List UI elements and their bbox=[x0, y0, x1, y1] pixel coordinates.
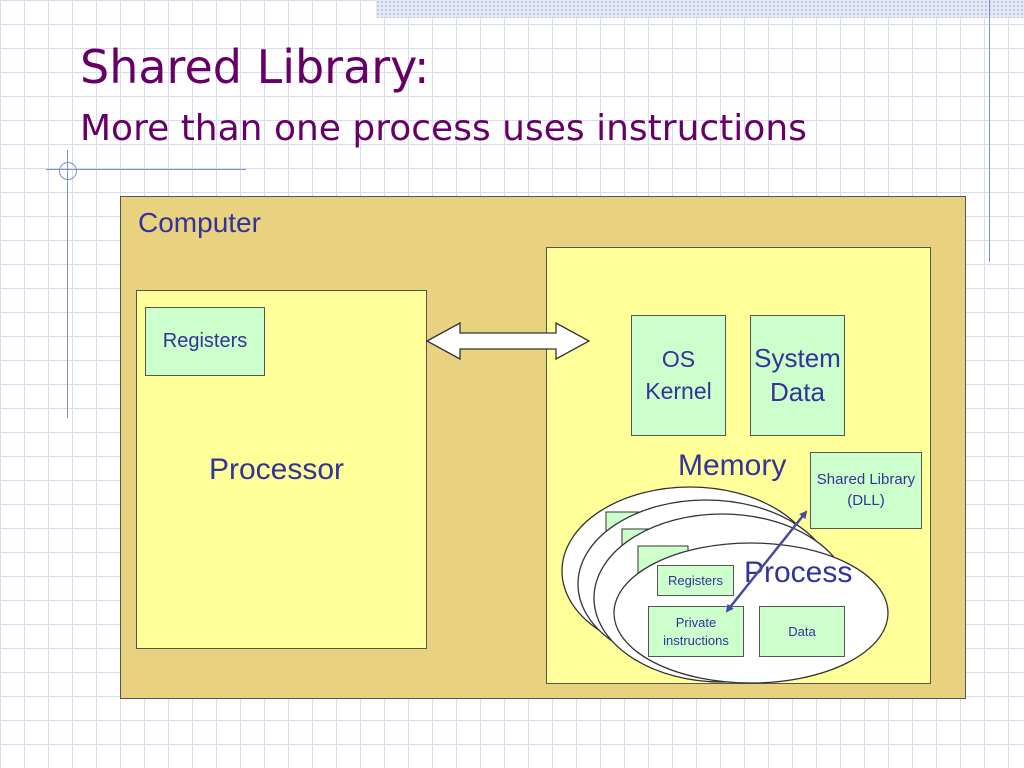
system-data-box: System Data bbox=[750, 315, 845, 436]
bus-double-arrow-icon bbox=[425, 321, 591, 361]
slide-subtitle: More than one process uses instructions bbox=[80, 108, 807, 149]
private-instructions-line2: instructions bbox=[663, 632, 729, 648]
processor-registers-label: Registers bbox=[162, 330, 248, 352]
computer-label: Computer bbox=[138, 207, 261, 238]
processor-registers-box: Registers bbox=[145, 307, 265, 376]
process-registers-label: Registers bbox=[668, 573, 723, 588]
os-kernel-box: OS Kernel bbox=[631, 315, 726, 436]
os-kernel-line1: OS bbox=[661, 346, 696, 373]
header-pattern-bar bbox=[376, 0, 1024, 18]
system-data-line2: Data bbox=[770, 376, 825, 407]
processor-box bbox=[136, 290, 427, 649]
system-data-line1: System bbox=[754, 342, 841, 373]
process-data-label: Data bbox=[788, 624, 816, 639]
slide-title: Shared Library: bbox=[80, 40, 430, 94]
process-registers-box: Registers bbox=[657, 565, 734, 596]
decor-horizontal-line bbox=[46, 169, 246, 170]
processor-label: Processor bbox=[209, 453, 345, 486]
shared-library-line1: Shared Library bbox=[816, 471, 916, 489]
private-instructions-line1: Private bbox=[675, 614, 717, 630]
shared-library-line2: (DLL) bbox=[847, 491, 885, 509]
private-instructions-box: Private instructions bbox=[648, 606, 744, 657]
os-kernel-line2: Kernel bbox=[645, 377, 712, 404]
decor-vertical-line-right bbox=[989, 0, 990, 262]
decor-circle-icon bbox=[59, 162, 77, 180]
process-data-box: Data bbox=[759, 606, 845, 657]
shared-library-link-arrow-icon bbox=[725, 510, 808, 613]
memory-label: Memory bbox=[678, 449, 787, 482]
shared-library-box: Shared Library (DLL) bbox=[810, 452, 922, 529]
decor-vertical-line-left bbox=[67, 150, 68, 418]
